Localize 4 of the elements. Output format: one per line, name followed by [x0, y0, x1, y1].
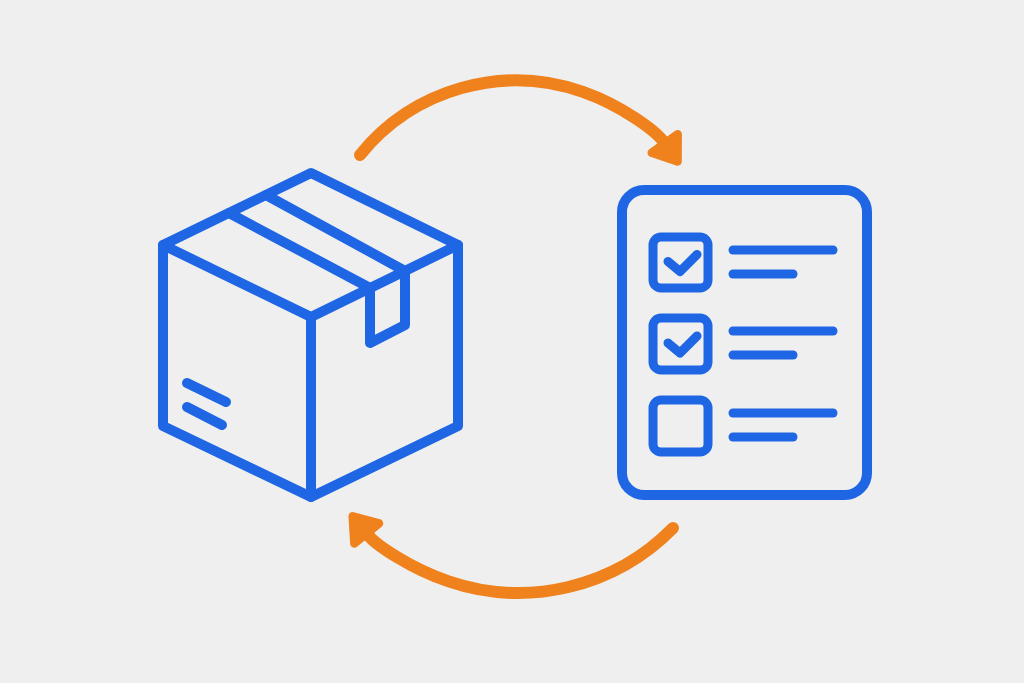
curved-arrow: [354, 74, 682, 166]
curved-arrow: [348, 512, 679, 599]
checklist-picture: [617, 185, 872, 500]
parcel-box-picture: [158, 168, 463, 502]
